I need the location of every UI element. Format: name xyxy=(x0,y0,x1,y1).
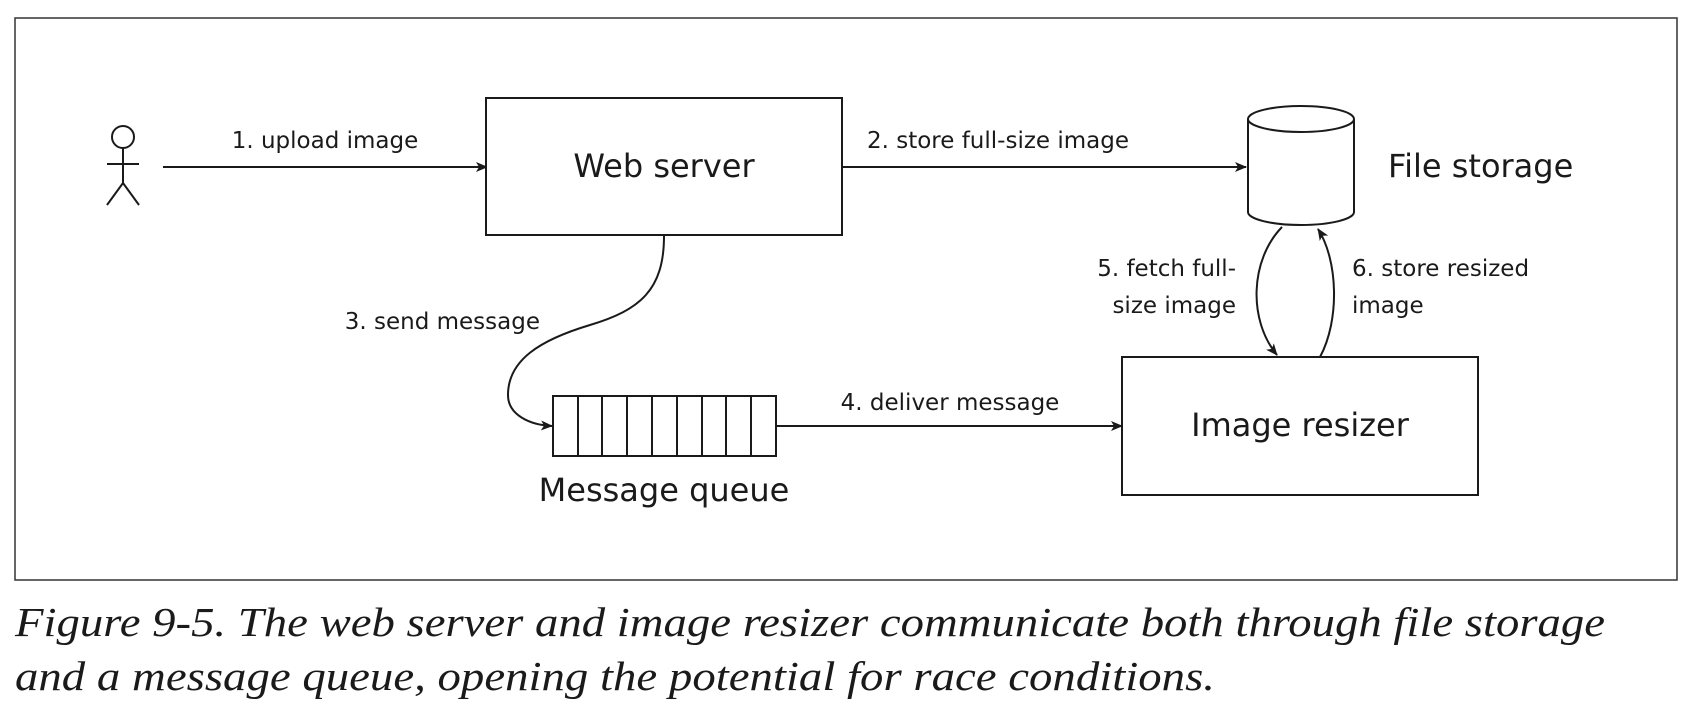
image-resizer-label: Image resizer xyxy=(1191,406,1410,444)
fetch-full-size-label-line2: size image xyxy=(1112,293,1236,319)
store-full-size-label: 2. store full-size image xyxy=(867,128,1129,154)
file-storage-cylinder-icon xyxy=(1247,105,1355,226)
fetch-full-size-label-line1: 5. fetch full- xyxy=(1097,256,1236,282)
message-queue-label: Message queue xyxy=(539,471,790,509)
file-storage-label: File storage xyxy=(1388,147,1573,185)
diagram-frame xyxy=(14,17,1678,581)
deliver-message-label: 4. deliver message xyxy=(841,390,1060,416)
figure-caption-line2: and a message queue, opening the potenti… xyxy=(15,653,1215,699)
figure-caption-line1: Figure 9-5. The web server and image res… xyxy=(14,599,1605,645)
send-message-label: 3. send message xyxy=(345,309,540,335)
user-stick-figure-icon xyxy=(106,125,140,206)
web-server-label: Web server xyxy=(573,147,755,185)
fetch-full-size-arrow xyxy=(1255,226,1283,356)
store-resized-label-line2: image xyxy=(1352,293,1424,319)
image-resizer-box xyxy=(1121,356,1479,496)
message-queue-icon xyxy=(552,395,777,457)
upload-label: 1. upload image xyxy=(232,128,419,154)
store-resized-label-line1: 6. store resized xyxy=(1352,256,1529,282)
store-resized-arrow xyxy=(1317,228,1335,358)
web-server-box xyxy=(485,97,843,236)
send-message-arrow xyxy=(506,235,665,431)
